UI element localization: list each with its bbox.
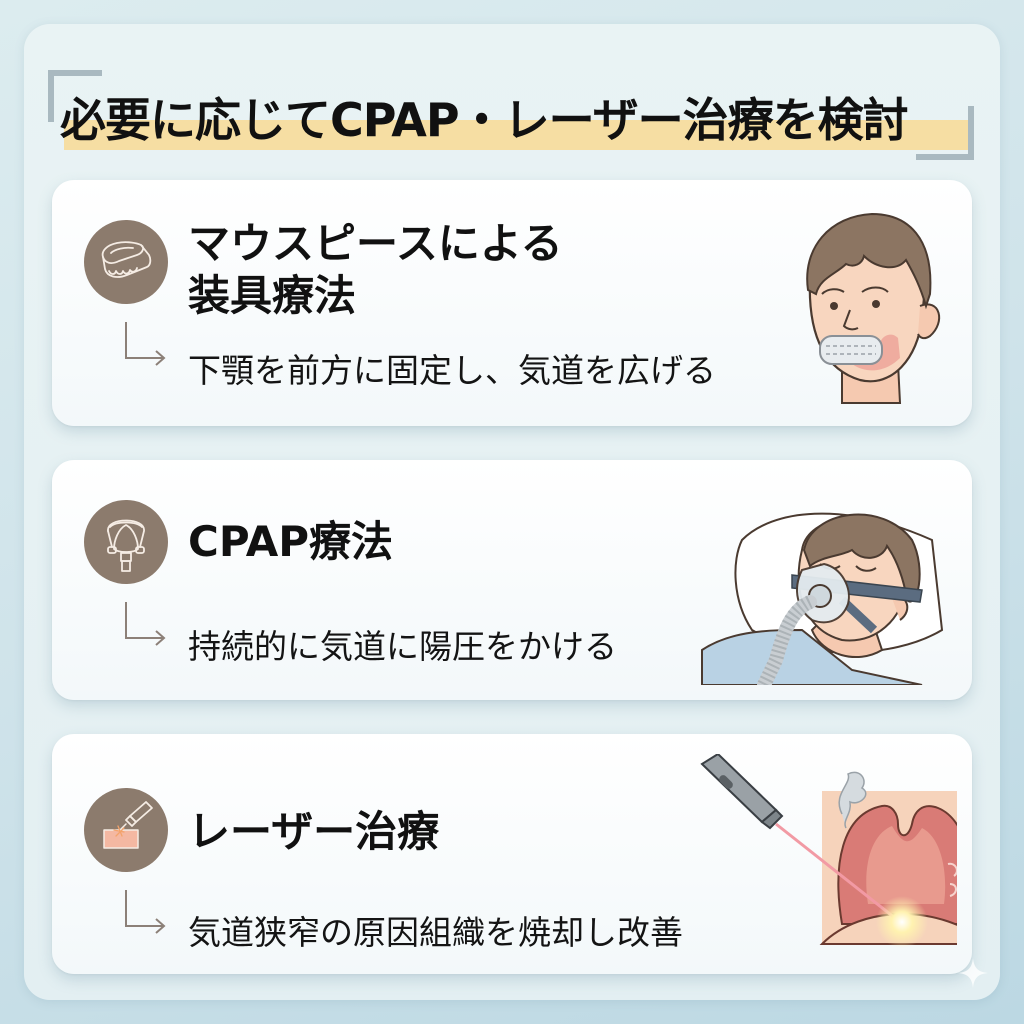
treatment-card-mouthpiece: マウスピースによる 装具療法 下顎を前方に固定し、気道を広げる — [52, 180, 972, 426]
title-highlight — [64, 120, 972, 150]
sparkle-icon — [958, 958, 988, 988]
arrow-right-icon — [125, 602, 166, 646]
title-block: 必要に応じてCPAP・レーザー治療を検討 — [48, 70, 976, 160]
laser-throat-illustration — [700, 754, 957, 948]
treatment-description: 持続的に気道に陽圧をかける — [188, 627, 617, 666]
heading-line-1: マウスピースによる — [188, 219, 563, 268]
treatment-description: 下顎を前方に固定し、気道を広げる — [188, 351, 716, 390]
treatment-description: 気道狭窄の原因組織を焼却し改善 — [188, 913, 683, 952]
treatment-heading: マウスピースによる 装具療法 — [188, 218, 563, 322]
heading-line-2: 装具療法 — [188, 271, 357, 320]
treatment-card-laser: レーザー治療 気道狭窄の原因組織を焼却し改善 — [52, 734, 972, 974]
laser-icon — [84, 788, 168, 872]
mouthpiece-icon — [84, 220, 168, 304]
sleeping-man-cpap-illustration — [701, 512, 944, 685]
page-title: 必要に応じてCPAP・レーザー治療を検討 — [60, 93, 909, 147]
arrow-right-icon — [125, 322, 166, 366]
man-with-mouthpiece-illustration — [806, 212, 940, 404]
cpap-mask-icon — [84, 500, 168, 584]
treatment-card-cpap: CPAP療法 持続的に気道に陽圧をかける — [52, 460, 972, 700]
treatment-heading: CPAP療法 — [188, 517, 394, 566]
corner-bracket-top-left — [48, 70, 102, 122]
treatment-heading: レーザー治療 — [188, 807, 440, 856]
corner-bracket-bottom-right — [916, 106, 974, 160]
arrow-right-icon — [125, 890, 166, 934]
